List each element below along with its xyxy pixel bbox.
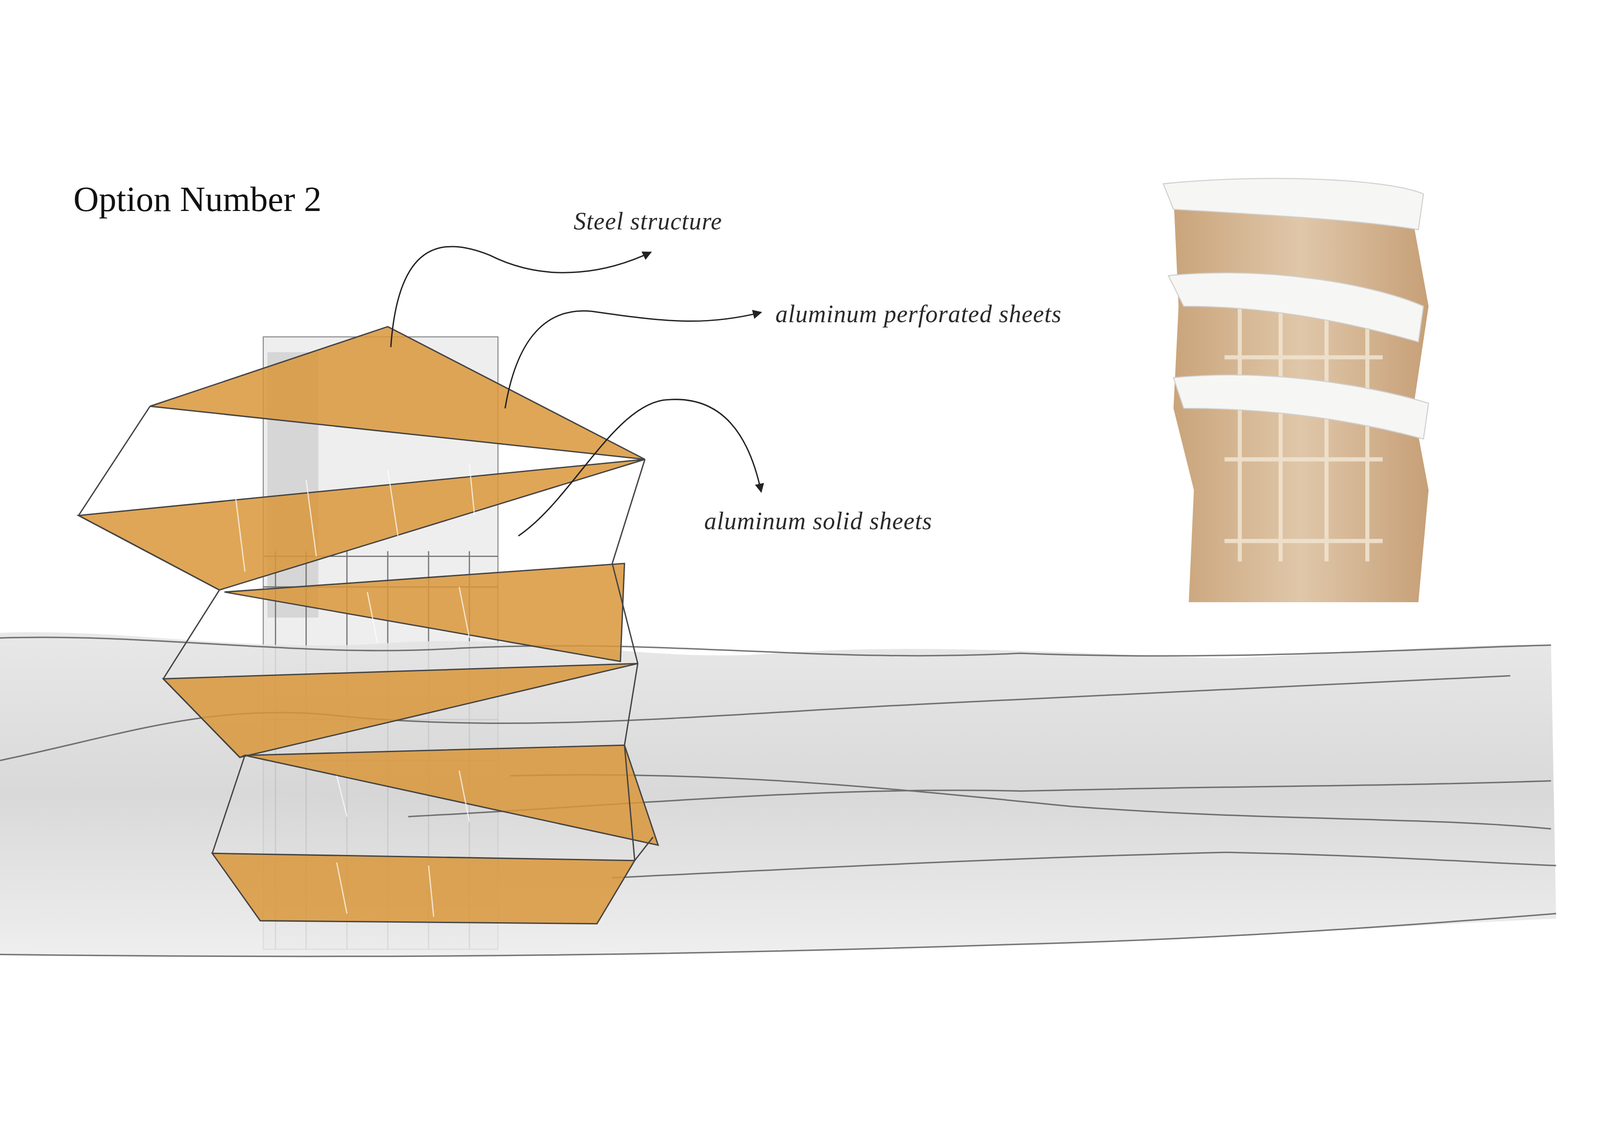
callout-label: aluminum perforated sheets	[775, 299, 1062, 329]
spiral-render	[1163, 178, 1429, 603]
sheet-title: Option Number 2	[73, 178, 322, 221]
sheet-frame	[78, 406, 654, 861]
aluminum-sheets	[78, 326, 659, 924]
leader-lines	[390, 246, 762, 536]
callout-label: aluminum solid sheets	[704, 506, 933, 536]
callout-label: Steel structure	[573, 206, 723, 237]
terrain	[0, 632, 1557, 957]
perforation-strokes	[234, 464, 475, 917]
